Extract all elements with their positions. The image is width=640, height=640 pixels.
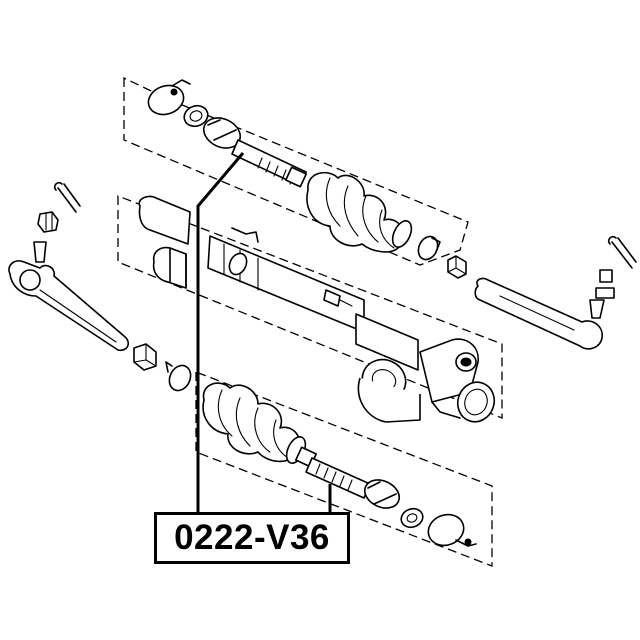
part-number-callout: 0222-V36 <box>154 512 350 564</box>
rack-housing <box>138 195 496 423</box>
lower-inner-tie-rod-group-frame <box>195 371 493 567</box>
right-lock-nut <box>447 255 467 279</box>
lower-rack-boot <box>202 382 307 464</box>
lower-dust-cover-plate <box>427 513 477 547</box>
lower-lock-washer <box>400 507 424 529</box>
left-castle-nut <box>37 211 59 233</box>
upper-dust-cover-plate <box>147 79 191 116</box>
left-outer-tie-rod-end <box>8 241 130 352</box>
upper-rack-boot <box>306 171 413 253</box>
upper-inner-tie-rod <box>202 117 308 188</box>
callout-leader-lines <box>196 152 332 512</box>
upper-boot-clamp <box>417 235 441 261</box>
upper-lock-washer <box>183 104 209 128</box>
right-cotter-pin <box>607 235 637 269</box>
left-boot-clamp <box>165 361 192 392</box>
right-outer-tie-rod-end <box>474 269 615 350</box>
lower-inner-tie-rod <box>294 446 401 509</box>
left-lock-nut <box>133 343 157 371</box>
rack-housing-group-frame <box>117 195 503 419</box>
left-cotter-pin <box>53 181 81 213</box>
